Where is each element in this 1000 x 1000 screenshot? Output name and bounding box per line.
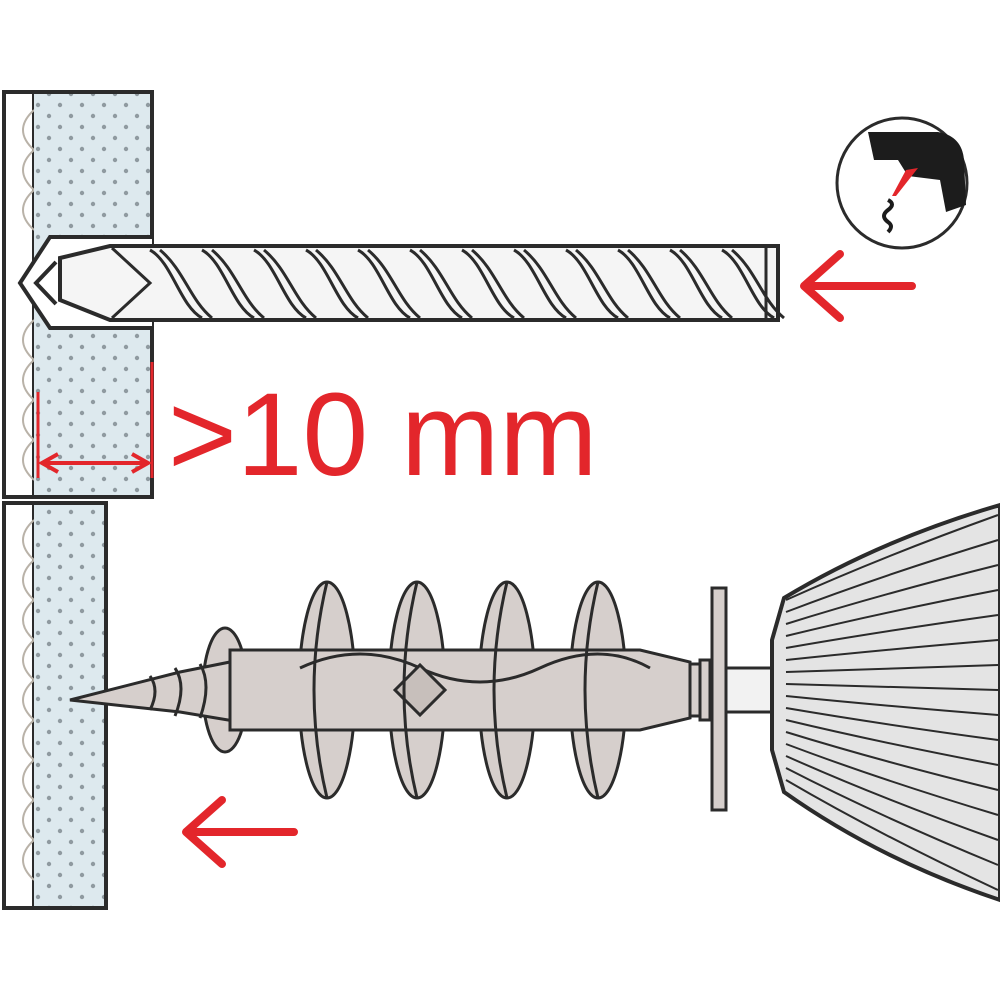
drill-flute: [627, 248, 681, 320]
drill-flute: [565, 248, 619, 320]
drill-flute: [461, 248, 515, 320]
drill-flute: [513, 248, 567, 320]
drill-flute: [159, 248, 213, 320]
drill-flute: [253, 248, 307, 320]
drill-flute: [669, 248, 723, 320]
drill-flute: [721, 248, 775, 320]
drill-flute: [211, 248, 265, 320]
drill-flute: [471, 248, 525, 320]
drill-bit: [33, 244, 785, 322]
drill-flute: [679, 248, 733, 320]
handle-rib: [785, 779, 999, 891]
drill-flute: [523, 248, 577, 320]
drill-flute: [617, 248, 671, 320]
plasterboard-bottom: [34, 501, 108, 910]
handle-rib: [785, 664, 999, 673]
bottom-panel: [2, 501, 1000, 910]
handle-rib: [785, 719, 999, 766]
handle-rib: [785, 639, 999, 661]
wall-backing-bottom: [2, 501, 36, 910]
handle-rib: [785, 539, 999, 613]
drill-flute: [419, 248, 473, 320]
drill-flute: [305, 248, 359, 320]
handle-rib: [785, 767, 999, 866]
handle-rib: [785, 755, 999, 841]
handle-rib: [785, 707, 999, 741]
drill-flute: [731, 248, 785, 320]
drill-flute: [201, 248, 255, 320]
drill-no-hammer-icon: [835, 116, 969, 250]
handle-rib: [785, 614, 999, 649]
handle-rib: [785, 743, 999, 816]
drill-flute: [263, 248, 317, 320]
arrow-left-icon: [182, 796, 298, 868]
min-depth-label: >10 mm: [168, 369, 598, 501]
plasterboard-anchor: [69, 580, 776, 812]
drill-flute: [575, 248, 629, 320]
handle-rib: [785, 683, 999, 691]
top-panel: >10 mm: [2, 90, 969, 501]
dimension-marker: [36, 362, 154, 478]
handle-rib: [785, 564, 999, 625]
drill-flute: [367, 248, 421, 320]
handle-rib: [785, 514, 999, 601]
handle-rib: [785, 589, 999, 637]
screwdriver-handle: [770, 502, 1000, 903]
handle-rib: [785, 731, 999, 791]
drill-flute: [315, 248, 369, 320]
drill-flute: [149, 248, 203, 320]
arrow-left-icon: [800, 250, 916, 322]
drill-flute: [357, 248, 411, 320]
handle-rib: [785, 695, 999, 716]
drill-flute: [409, 248, 463, 320]
